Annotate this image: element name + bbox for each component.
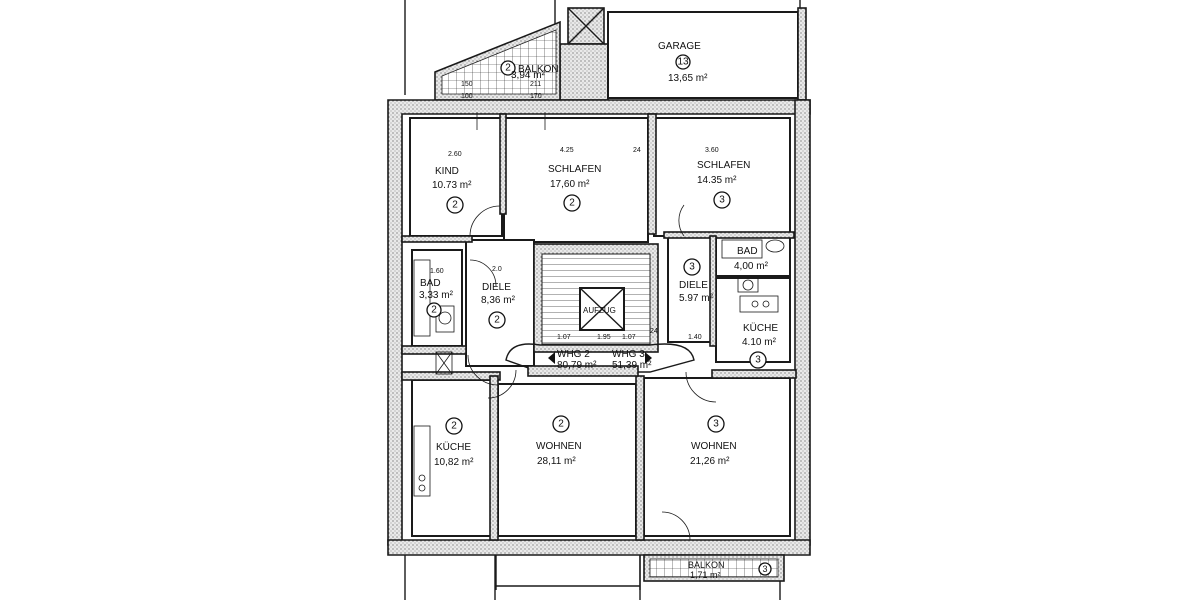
dim-6: 2.0 xyxy=(492,266,502,273)
dim-12: 150 xyxy=(461,81,473,88)
diele-2-area: 8,36 m² xyxy=(481,295,516,306)
dim-9: 1.07 xyxy=(622,334,636,341)
dim-11: 1.40 xyxy=(688,334,702,341)
kind-unit: 2 xyxy=(452,200,458,211)
dimension-labels: 2.60 4.25 3.60 24 1.60 2.0 1.07 1.95 1.0… xyxy=(430,81,719,341)
fixtures xyxy=(413,239,785,497)
wohnen-3-unit: 3 xyxy=(713,419,719,430)
kind-area: 10.73 m² xyxy=(432,180,472,191)
exterior-walls xyxy=(387,99,811,556)
aufzug-label: AUFZUG xyxy=(583,306,616,315)
dim-3: 3.60 xyxy=(705,147,719,154)
dim-15: 170 xyxy=(530,93,542,100)
balkon-bottom-label: BALKON xyxy=(688,560,725,570)
diele-2-unit: 2 xyxy=(494,315,500,326)
schlafen-2-area: 17,60 m² xyxy=(550,179,590,190)
dim-10: 24 xyxy=(650,328,658,335)
stairwell xyxy=(505,243,695,373)
wohnen-2-area: 28,11 m² xyxy=(537,456,576,467)
schlafen-2-label: SCHLAFEN xyxy=(548,164,601,175)
schlafen-3-unit: 3 xyxy=(719,195,725,206)
balkon-top-label: BALKON xyxy=(518,64,559,75)
whg2-area: 80,79 m² xyxy=(557,360,597,371)
bad-3-area: 4,00 m² xyxy=(734,261,769,272)
whg3-label: WHG 3 xyxy=(612,349,645,360)
balkon-bottom xyxy=(495,554,785,590)
diele-2-label: DIELE xyxy=(482,282,511,293)
kueche-3-unit: 3 xyxy=(755,355,761,366)
dim-5: 1.60 xyxy=(430,268,444,275)
kueche-3-area: 4.10 m² xyxy=(742,337,777,348)
garage-unit: 13 xyxy=(677,57,689,68)
kueche-2-area: 10,82 m² xyxy=(434,457,474,468)
room-areas xyxy=(409,117,791,537)
bad-2-unit: 2 xyxy=(431,305,437,316)
bad-2-area: 3,33 m² xyxy=(419,290,454,301)
schlafen-3-label: SCHLAFEN xyxy=(697,160,750,171)
balkon-bottom-unit: 3 xyxy=(762,564,767,574)
dim-14: 211 xyxy=(530,81,541,88)
balkon-top xyxy=(434,20,561,101)
diele-3-label: DIELE xyxy=(679,280,708,291)
whg3-area: 51,39 m² xyxy=(612,360,652,371)
balkon-bottom-area: 1,71 m² xyxy=(690,570,721,580)
dim-8: 1.95 xyxy=(597,334,611,341)
garage-label: GARAGE xyxy=(658,41,701,52)
bad-3-label: BAD xyxy=(737,246,758,257)
garage xyxy=(559,7,807,101)
kind-label: KIND xyxy=(435,166,459,177)
dim-2: 4.25 xyxy=(560,147,574,154)
kueche-2-label: KÜCHE xyxy=(436,441,471,453)
bad-2-label: BAD xyxy=(420,278,441,289)
door-swings xyxy=(467,112,717,541)
kueche-3-label: KÜCHE xyxy=(743,322,778,334)
diele-3-unit: 3 xyxy=(689,262,695,273)
balkon-top-area: 3,94 m² xyxy=(511,70,546,81)
garage-area: 13,65 m² xyxy=(668,73,708,84)
wohnen-3-label: WOHNEN xyxy=(691,441,737,452)
diele-3-area: 5.97 m² xyxy=(679,293,714,304)
schlafen-2-unit: 2 xyxy=(569,198,575,209)
dim-13: 100 xyxy=(461,93,473,100)
dim-4: 24 xyxy=(633,147,641,154)
interior-walls xyxy=(401,113,797,541)
wohnen-2-unit: 2 xyxy=(558,419,564,430)
schlafen-3-area: 14.35 m² xyxy=(697,175,737,186)
wohnen-3-area: 21,26 m² xyxy=(690,456,730,467)
kueche-2-unit: 2 xyxy=(451,421,457,432)
room-labels: GARAGE 13 13,65 m² 2 BALKON 3,94 m² KIND… xyxy=(419,41,778,580)
dim-1: 2.60 xyxy=(448,151,462,158)
dim-7: 1.07 xyxy=(557,334,571,341)
whg2-label: WHG 2 xyxy=(557,349,590,360)
wohnen-2-label: WOHNEN xyxy=(536,441,582,452)
balkon-top-unit: 2 xyxy=(505,63,511,74)
